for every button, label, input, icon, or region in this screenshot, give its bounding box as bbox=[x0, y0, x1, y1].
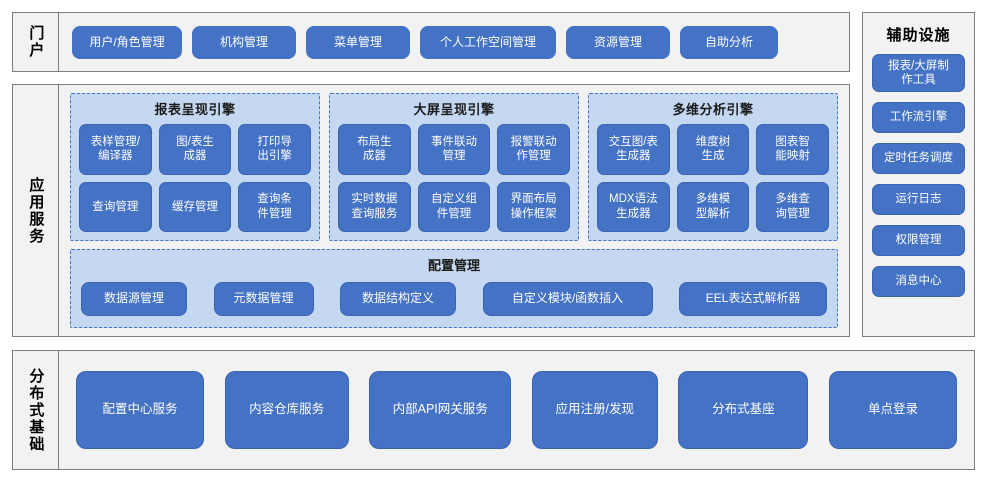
dist-item-content-repository-service[interactable]: 内容仓库服务 bbox=[224, 371, 349, 449]
engine-multidimensional-analysis-grid: 交互图/表 生成器 维度树 生成 图表智 能映射 MDX语法 生成器 多维模 型… bbox=[597, 124, 829, 232]
dist-item-distributed-foundation[interactable]: 分布式基座 bbox=[678, 371, 809, 449]
dist-item-internal-api-gateway-service[interactable]: 内部API网关服务 bbox=[369, 371, 512, 449]
dist-item-single-sign-on[interactable]: 单点登录 bbox=[828, 371, 957, 449]
engine-large-screen-rendering: 大屏呈现引擎 布局生 成器 事件联动 管理 报警联动 作管理 实时数据 查询服务… bbox=[329, 93, 579, 241]
engine-large-screen-rendering-grid: 布局生 成器 事件联动 管理 报警联动 作管理 实时数据 查询服务 自定义组 件… bbox=[338, 124, 570, 232]
module-interactive-chart-table-generator[interactable]: 交互图/表 生成器 bbox=[597, 124, 670, 175]
portal-item-self-service-analysis[interactable]: 自助分析 bbox=[680, 25, 778, 59]
portal-panel: 门户 用户/角色管理 机构管理 菜单管理 个人工作空间管理 资源管理 自助分析 bbox=[12, 12, 850, 72]
aux-facilities-panel: 辅助设施 报表/大屏制 作工具 工作流引擎 定时任务调度 运行日志 权限管理 消… bbox=[862, 12, 975, 337]
module-event-linkage-management[interactable]: 事件联动 管理 bbox=[417, 124, 491, 175]
module-ui-layout-operation-framework[interactable]: 界面布局 操作框架 bbox=[497, 181, 570, 232]
portal-item-personal-workspace-management[interactable]: 个人工作空间管理 bbox=[420, 25, 556, 59]
portal-item-org-management[interactable]: 机构管理 bbox=[192, 25, 296, 59]
config-management-title: 配置管理 bbox=[427, 258, 480, 273]
module-cache-management[interactable]: 缓存管理 bbox=[158, 181, 232, 232]
engine-report-rendering: 报表呈现引擎 表样管理/ 编译器 图/表生 成器 打印导 出引擎 查询管理 缓存… bbox=[70, 93, 320, 241]
module-query-management[interactable]: 查询管理 bbox=[79, 181, 152, 232]
module-chart-table-generator[interactable]: 图/表生 成器 bbox=[158, 124, 232, 175]
module-mdx-syntax-generator[interactable]: MDX语法 生成器 bbox=[597, 181, 670, 232]
aux-item-runtime-log[interactable]: 运行日志 bbox=[872, 184, 965, 215]
app-services-band-label-text: 应用服务 bbox=[27, 176, 45, 245]
module-query-condition-management[interactable]: 查询条 件管理 bbox=[238, 181, 311, 232]
engine-multidimensional-analysis-title: 多维分析引擎 bbox=[672, 102, 754, 117]
dist-item-app-registration-discovery[interactable]: 应用注册/发现 bbox=[531, 371, 658, 449]
engines-row: 报表呈现引擎 表样管理/ 编译器 图/表生 成器 打印导 出引擎 查询管理 缓存… bbox=[70, 93, 838, 241]
module-multidimensional-model-parsing[interactable]: 多维模 型解析 bbox=[676, 181, 750, 232]
module-dimension-tree-generation[interactable]: 维度树 生成 bbox=[676, 124, 750, 175]
aux-facilities-title: 辅助设施 bbox=[886, 27, 951, 44]
aux-item-report-dashboard-authoring-tool[interactable]: 报表/大屏制 作工具 bbox=[872, 54, 965, 92]
distributed-base-band-label: 分布式基础 bbox=[13, 351, 59, 469]
module-multidimensional-query-management[interactable]: 多维查 询管理 bbox=[756, 181, 829, 232]
distributed-base-row: 配置中心服务 内容仓库服务 内部API网关服务 应用注册/发现 分布式基座 单点… bbox=[59, 351, 974, 469]
portal-item-user-role-management[interactable]: 用户/角色管理 bbox=[72, 25, 182, 59]
aux-item-scheduled-task-scheduler[interactable]: 定时任务调度 bbox=[872, 143, 965, 174]
module-print-export-engine[interactable]: 打印导 出引擎 bbox=[238, 124, 311, 175]
module-alarm-linkage-action-management[interactable]: 报警联动 作管理 bbox=[497, 124, 570, 175]
config-item-eel-expression-parser[interactable]: EEL表达式解析器 bbox=[679, 281, 827, 316]
portal-item-resource-management[interactable]: 资源管理 bbox=[566, 25, 670, 59]
module-realtime-data-query-service[interactable]: 实时数据 查询服务 bbox=[338, 181, 411, 232]
portal-item-menu-management[interactable]: 菜单管理 bbox=[306, 25, 410, 59]
engine-multidimensional-analysis: 多维分析引擎 交互图/表 生成器 维度树 生成 图表智 能映射 MDX语法 生成… bbox=[588, 93, 838, 241]
app-services-body: 报表呈现引擎 表样管理/ 编译器 图/表生 成器 打印导 出引擎 查询管理 缓存… bbox=[59, 85, 849, 336]
engine-report-rendering-grid: 表样管理/ 编译器 图/表生 成器 打印导 出引擎 查询管理 缓存管理 查询条 … bbox=[79, 124, 311, 232]
app-services-panel: 应用服务 报表呈现引擎 表样管理/ 编译器 图/表生 成器 打印导 出引擎 查询… bbox=[12, 84, 850, 337]
distributed-base-band-label-text: 分布式基础 bbox=[27, 367, 45, 453]
portal-band-label-text: 门户 bbox=[27, 25, 45, 59]
aux-item-workflow-engine[interactable]: 工作流引擎 bbox=[872, 102, 965, 133]
config-management-box: 配置管理 数据源管理 元数据管理 数据结构定义 自定义模块/函数插入 EEL表达… bbox=[70, 249, 838, 328]
module-layout-generator[interactable]: 布局生 成器 bbox=[338, 124, 411, 175]
aux-facilities-list: 报表/大屏制 作工具 工作流引擎 定时任务调度 运行日志 权限管理 消息中心 bbox=[872, 54, 965, 297]
engine-report-rendering-title: 报表呈现引擎 bbox=[154, 102, 236, 117]
app-services-band-label: 应用服务 bbox=[13, 85, 59, 336]
config-item-data-structure-definition[interactable]: 数据结构定义 bbox=[340, 281, 456, 316]
config-item-custom-module-function-insert[interactable]: 自定义模块/函数插入 bbox=[482, 281, 653, 316]
module-form-template-compiler[interactable]: 表样管理/ 编译器 bbox=[79, 124, 152, 175]
aux-item-permission-management[interactable]: 权限管理 bbox=[872, 225, 965, 256]
module-custom-component-management[interactable]: 自定义组 件管理 bbox=[417, 181, 491, 232]
aux-item-message-center[interactable]: 消息中心 bbox=[872, 266, 965, 297]
config-item-metadata-management[interactable]: 元数据管理 bbox=[213, 281, 314, 316]
portal-band-label: 门户 bbox=[13, 13, 59, 71]
portal-item-row: 用户/角色管理 机构管理 菜单管理 个人工作空间管理 资源管理 自助分析 bbox=[59, 13, 849, 71]
engine-large-screen-rendering-title: 大屏呈现引擎 bbox=[413, 102, 495, 117]
distributed-base-panel: 分布式基础 配置中心服务 内容仓库服务 内部API网关服务 应用注册/发现 分布… bbox=[12, 350, 975, 470]
config-management-row: 数据源管理 元数据管理 数据结构定义 自定义模块/函数插入 EEL表达式解析器 bbox=[81, 280, 827, 317]
dist-item-config-center-service[interactable]: 配置中心服务 bbox=[76, 371, 204, 449]
config-item-datasource-management[interactable]: 数据源管理 bbox=[81, 281, 187, 316]
module-chart-smart-mapping[interactable]: 图表智 能映射 bbox=[756, 124, 829, 175]
